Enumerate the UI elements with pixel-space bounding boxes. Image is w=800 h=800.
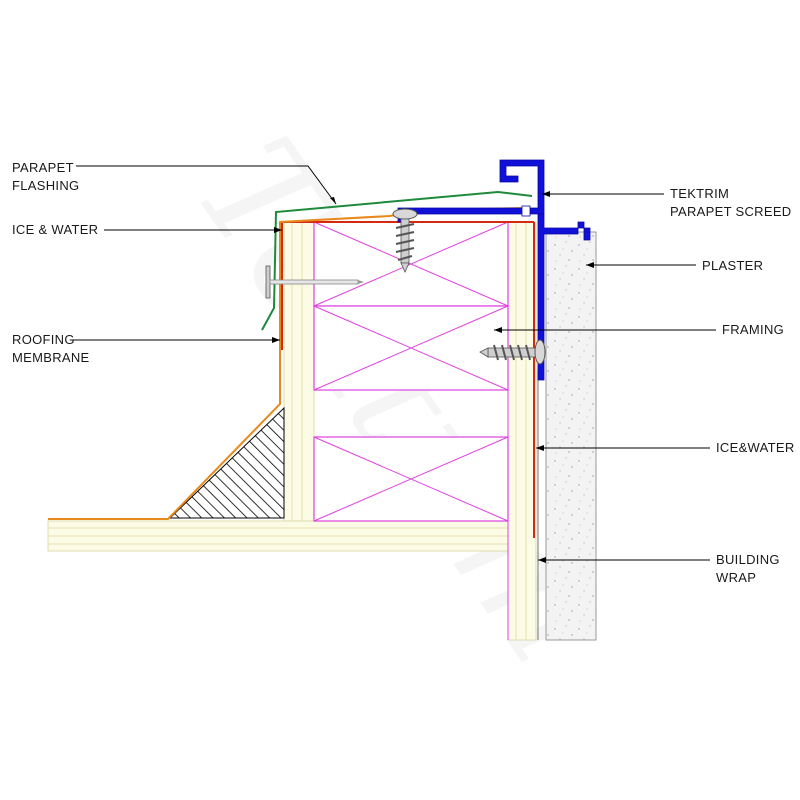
label-framing: FRAMING — [494, 322, 784, 337]
label-roofing-membrane: ROOFING MEMBRANE — [12, 332, 280, 365]
parapet-flashing-label-line2: FLASHING — [12, 178, 79, 193]
ice-water-left-label: ICE & WATER — [12, 222, 98, 237]
plaster-label: PLASTER — [702, 258, 763, 273]
building-wrap-label-line2: WRAP — [716, 570, 756, 585]
ice-water-right-label: ICE&WATER — [716, 440, 795, 455]
tektrim-screed-profile — [397, 159, 591, 381]
framing-second-plate — [313, 305, 509, 391]
plaster-layer — [545, 231, 597, 641]
roofing-membrane-label-line2: MEMBRANE — [12, 350, 90, 365]
parapet-flashing-line — [261, 190, 533, 331]
label-ice-water-right: ICE&WATER — [536, 440, 795, 455]
label-building-wrap: BUILDING WRAP — [538, 552, 780, 585]
label-ice-water-left: ICE & WATER — [12, 222, 282, 237]
roofing-membrane-label-line1: ROOFING — [12, 332, 75, 347]
framing-members — [313, 221, 509, 522]
side-screw — [479, 339, 546, 365]
building-wrap-label-line1: BUILDING — [716, 552, 780, 567]
left-sheathing — [283, 221, 315, 522]
top-screw — [392, 208, 418, 273]
framing-label: FRAMING — [722, 322, 784, 337]
exterior-sheathing — [507, 221, 537, 641]
label-tektrim-screed: TEKTRIM PARAPET SCREED — [542, 186, 791, 219]
tektrim-label-line2: PARAPET SCREED — [670, 204, 791, 219]
roof-deck — [47, 520, 509, 552]
framing-lower-block — [313, 436, 509, 522]
nail-fastener — [265, 265, 364, 299]
parapet-flashing-label-line1: PARAPET — [12, 160, 74, 175]
framing-top-plate — [313, 221, 509, 307]
label-plaster: PLASTER — [586, 258, 763, 273]
cant-strip — [168, 406, 285, 519]
label-parapet-flashing: PARAPET FLASHING — [12, 160, 337, 205]
tektrim-label-line1: TEKTRIM — [670, 186, 729, 201]
